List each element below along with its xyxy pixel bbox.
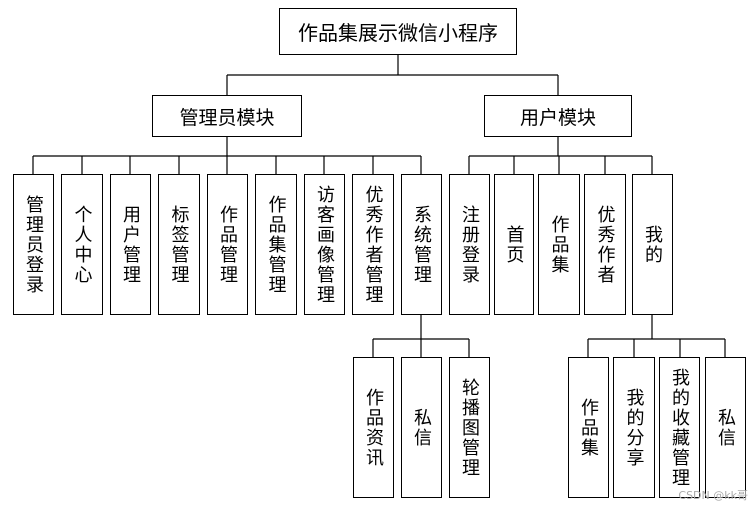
admin-item-work-management: 作品管理 bbox=[207, 174, 248, 315]
admin-item-visitor-profile-management: 访客画像管理 bbox=[304, 174, 345, 315]
admin-item-tag-management: 标签管理 bbox=[158, 174, 200, 315]
admin-item-system-management: 系统管理 bbox=[401, 174, 442, 315]
user-module-node: 用户模块 bbox=[484, 95, 632, 137]
mine-item-collection: 作品集 bbox=[568, 357, 609, 498]
mine-item-my-shares: 我的分享 bbox=[613, 357, 655, 498]
user-item-mine: 我的 bbox=[632, 174, 673, 315]
admin-module-node: 管理员模块 bbox=[152, 95, 302, 137]
mine-item-favorites-management: 我的收藏管理 bbox=[659, 357, 700, 498]
watermark: CSDN @kk哥 bbox=[678, 489, 748, 502]
admin-item-login: 管理员登录 bbox=[13, 174, 54, 315]
root-node: 作品集展示微信小程序 bbox=[279, 8, 517, 55]
admin-item-user-management: 用户管理 bbox=[110, 174, 151, 315]
system-item-work-news: 作品资讯 bbox=[353, 357, 394, 498]
user-item-collection: 作品集 bbox=[538, 174, 580, 315]
user-item-home: 首页 bbox=[494, 174, 534, 315]
admin-item-author-management: 优秀作者管理 bbox=[352, 174, 394, 315]
system-item-private-message: 私信 bbox=[401, 357, 442, 498]
user-item-register-login: 注册登录 bbox=[449, 174, 490, 315]
user-item-excellent-authors: 优秀作者 bbox=[584, 174, 626, 315]
system-item-carousel-management: 轮播图管理 bbox=[449, 357, 490, 498]
mine-item-private-message: 私信 bbox=[705, 357, 746, 498]
admin-item-collection-management: 作品集管理 bbox=[255, 174, 297, 315]
admin-item-personal-center: 个人中心 bbox=[61, 174, 103, 315]
